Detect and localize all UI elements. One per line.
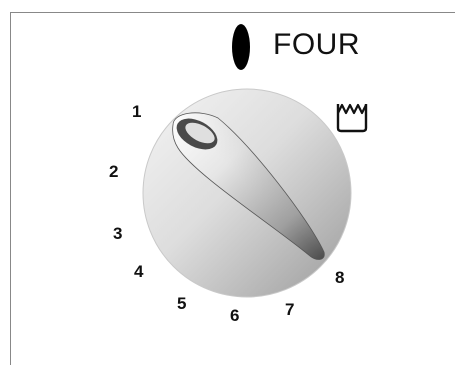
panel-title: FOUR: [273, 30, 360, 60]
panel-border-top: [10, 12, 455, 13]
knob-position-2[interactable]: 2: [109, 163, 118, 180]
knob-position-6[interactable]: 6: [230, 307, 239, 324]
oven-knob[interactable]: [140, 86, 354, 300]
knob-position-3[interactable]: 3: [113, 225, 122, 242]
oven-indicator-light: [232, 24, 250, 70]
knob-position-7[interactable]: 7: [285, 301, 294, 318]
panel-border-left: [10, 12, 11, 365]
